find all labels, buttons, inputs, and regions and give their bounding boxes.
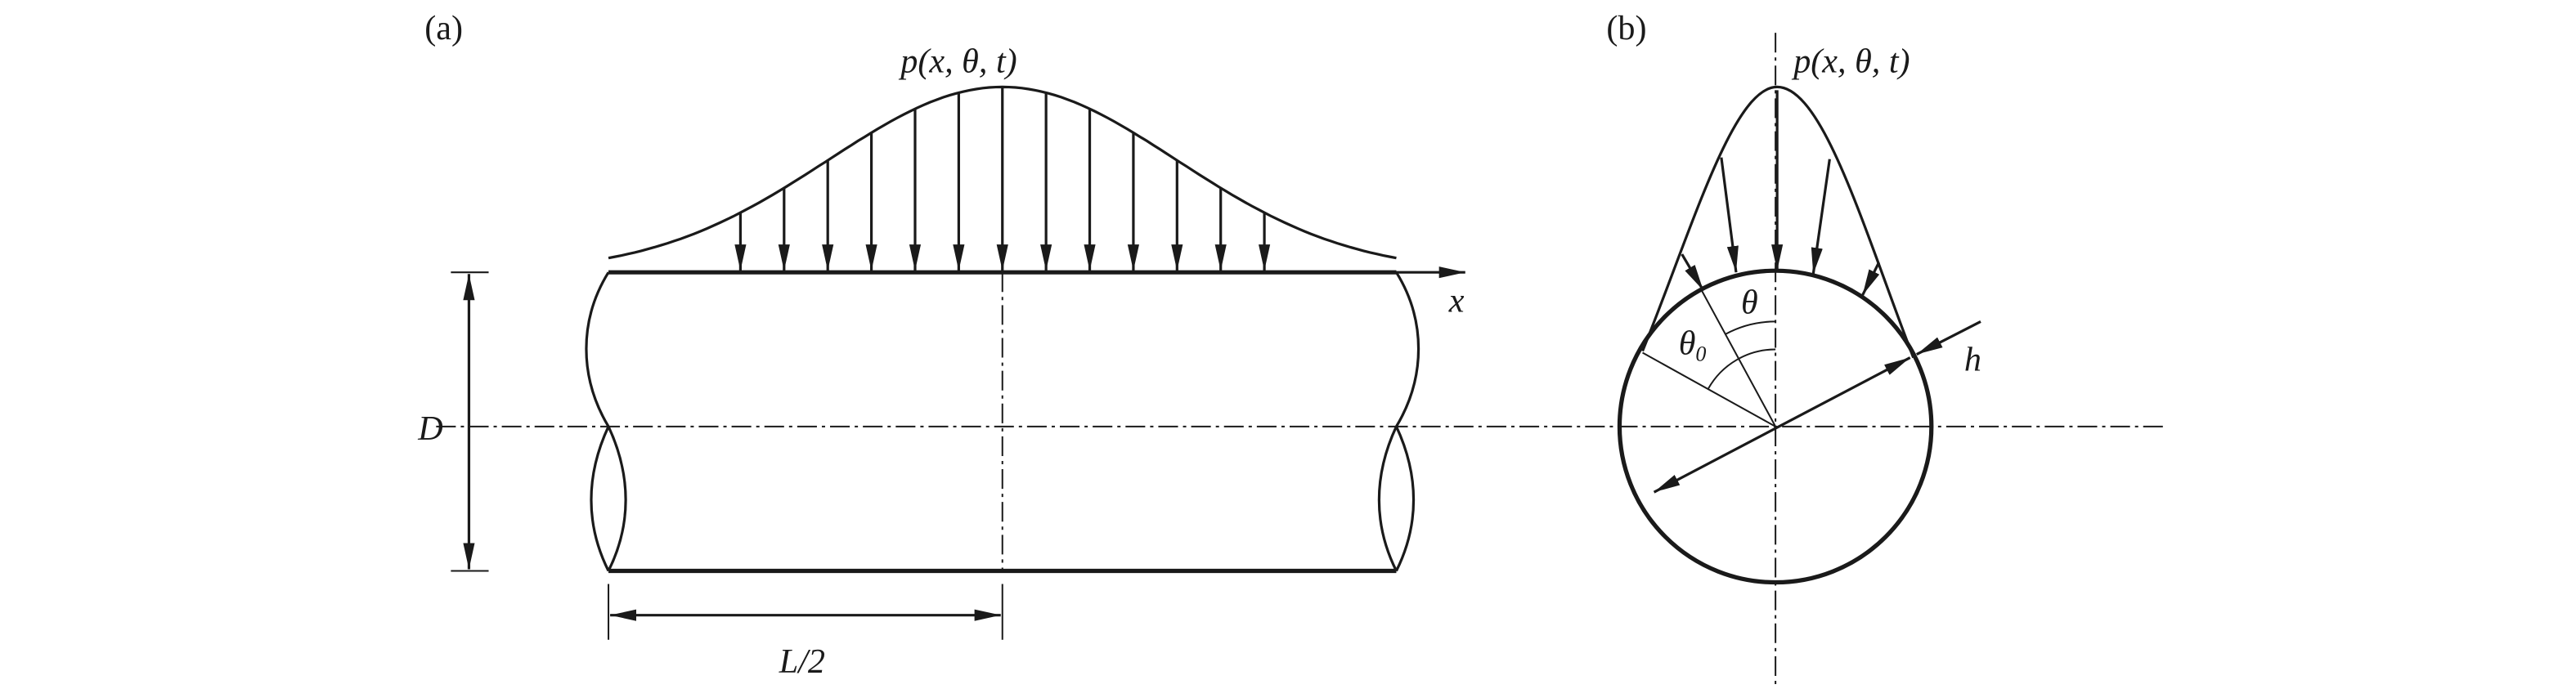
half-length-label: L/2: [779, 642, 825, 681]
load-arrow: [1681, 253, 1705, 292]
load-arrow: [1720, 157, 1739, 273]
radius-dimension-arrow: [1653, 356, 1911, 494]
thickness-arrow: [1916, 320, 1981, 356]
panel-a-label: (a): [424, 9, 463, 47]
thickness-label: h: [1964, 341, 1981, 379]
pipe-cross-section: [1617, 268, 1934, 585]
theta0-arc: [1707, 348, 1776, 390]
load-arrow: [1861, 262, 1881, 297]
panel-b: (b) p(x, θ, t) θ θ0 h: [1606, 9, 1981, 689]
circumferential-load-curve: [1641, 85, 1915, 359]
x-axis-label: x: [1448, 281, 1465, 320]
panel-b-label: (b): [1606, 9, 1646, 47]
pipe-right-break: [1377, 271, 1420, 572]
load-arrows: [734, 87, 1271, 271]
panel-a: (a) p(x, θ, t) x D L/2: [417, 9, 2168, 681]
theta-label: θ: [1741, 283, 1758, 321]
theta-arc: [1725, 320, 1776, 335]
load-arrow: [1811, 159, 1831, 275]
diameter-label: D: [417, 409, 442, 448]
pipe-left-break: [585, 271, 627, 572]
theta0-label: θ0: [1679, 324, 1707, 366]
panel-b-load-label: p(x, θ, t): [1791, 42, 1910, 80]
panel-a-load-label: p(x, θ, t): [898, 42, 1016, 80]
